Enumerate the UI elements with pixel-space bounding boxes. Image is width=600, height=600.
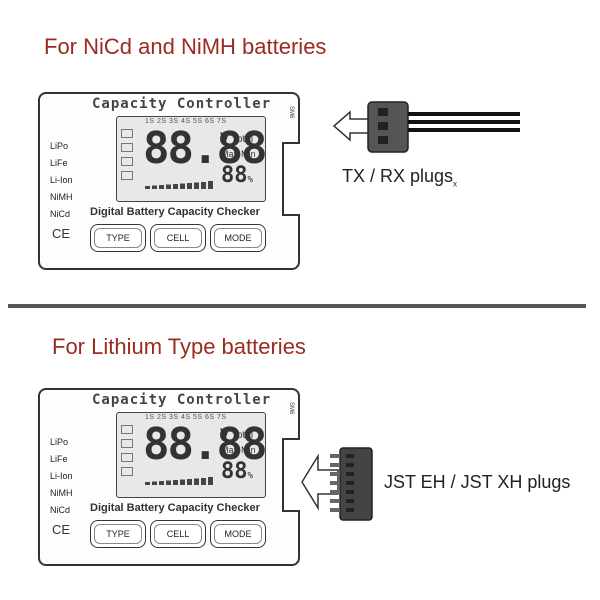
percent-readout: 88% — [221, 163, 253, 188]
voltage-unit: V — [220, 425, 230, 441]
percent-value: 88 — [221, 459, 248, 484]
voltage-total-label: V Total — [220, 425, 253, 441]
type-button[interactable]: TYPE — [90, 224, 146, 252]
percent-sign: % — [247, 471, 253, 481]
side-marking: SM6 — [288, 106, 294, 119]
battery-cell-icon — [121, 453, 133, 462]
cell-count-labels: 1S 2S 3S 4S 5S 6S 7S — [145, 414, 227, 421]
capacity-checker-device: Capacity Controller LiPo LiFe Li-Ion NiM… — [38, 92, 300, 270]
battery-type-li-ion: Li-Ion — [50, 471, 73, 481]
jst-plug-label: JST EH / JST XH plugs — [384, 472, 570, 493]
lcd-screen: 1S 2S 3S 4S 5S 6S 7S 88.88 V Total Max-M… — [116, 116, 267, 202]
plug-port — [282, 142, 300, 216]
tx-rx-plug-label: TX / RX plugsx — [342, 166, 457, 189]
battery-type-nimh: NiMH — [50, 192, 73, 202]
plug-label-text: TX / RX plugs — [342, 166, 454, 186]
max-min-label: Max-Min — [221, 445, 256, 455]
battery-type-list: LiPo LiFe Li-Ion NiMH NiCd — [50, 434, 73, 519]
section-heading-nicd-nimh: For NiCd and NiMH batteries — [44, 34, 327, 59]
ce-mark: CE — [52, 226, 71, 241]
battery-type-nicd: NiCd — [50, 209, 71, 219]
battery-cell-icon — [121, 143, 133, 152]
battery-type-list: LiPo LiFe Li-Ion NiMH NiCd — [50, 138, 73, 223]
voltage-digits: 88.88 — [143, 419, 267, 470]
plug-label-suffix: x — [453, 179, 458, 189]
cell-button[interactable]: CELL — [150, 224, 206, 252]
cell-count-labels: 1S 2S 3S 4S 5S 6S 7S — [145, 118, 227, 125]
percent-sign: % — [247, 175, 253, 185]
type-button[interactable]: TYPE — [90, 520, 146, 548]
capacity-bar-graph — [145, 181, 213, 189]
percent-value: 88 — [221, 163, 248, 188]
device-title: Capacity Controller — [92, 392, 272, 408]
total-label: Total — [231, 134, 254, 145]
device-title: Capacity Controller — [92, 96, 272, 112]
jst-plug-icon — [330, 447, 373, 521]
battery-type-nimh: NiMH — [50, 488, 73, 498]
voltage-digits: 88.88 — [143, 123, 267, 174]
battery-type-life: LiFe — [50, 158, 68, 168]
battery-type-li-ion: Li-Ion — [50, 175, 73, 185]
battery-cell-icon — [121, 157, 133, 166]
total-label: Total — [231, 430, 254, 441]
battery-cell-icon — [121, 425, 133, 434]
voltage-total-label: V Total — [220, 129, 253, 145]
max-min-label: Max-Min — [221, 149, 256, 159]
product-label: Digital Battery Capacity Checker — [90, 502, 260, 514]
plug-port — [282, 438, 300, 512]
battery-type-life: LiFe — [50, 454, 68, 464]
product-label: Digital Battery Capacity Checker — [90, 206, 260, 218]
side-marking: SM6 — [288, 402, 294, 415]
battery-type-lipo: LiPo — [50, 437, 69, 447]
battery-cell-icon — [121, 129, 133, 138]
section-divider — [8, 304, 586, 308]
battery-type-nicd: NiCd — [50, 505, 71, 515]
battery-type-lipo: LiPo — [50, 141, 69, 151]
percent-readout: 88% — [221, 459, 253, 484]
battery-cell-icon — [121, 171, 133, 180]
voltage-unit: V — [220, 129, 230, 145]
capacity-checker-device: Capacity Controller LiPo LiFe Li-Ion NiM… — [38, 388, 300, 566]
ce-mark: CE — [52, 522, 71, 537]
capacity-bar-graph — [145, 477, 213, 485]
mode-button[interactable]: MODE — [210, 520, 266, 548]
section-heading-lithium: For Lithium Type batteries — [52, 334, 306, 359]
battery-cell-icon — [121, 439, 133, 448]
tx-rx-plug-icon — [367, 101, 520, 153]
plug-label-text: JST EH / JST XH plugs — [384, 472, 571, 492]
lcd-screen: 1S 2S 3S 4S 5S 6S 7S 88.88 V Total Max-M… — [116, 412, 267, 498]
mode-button[interactable]: MODE — [210, 224, 266, 252]
cell-button[interactable]: CELL — [150, 520, 206, 548]
battery-cell-icon — [121, 467, 133, 476]
